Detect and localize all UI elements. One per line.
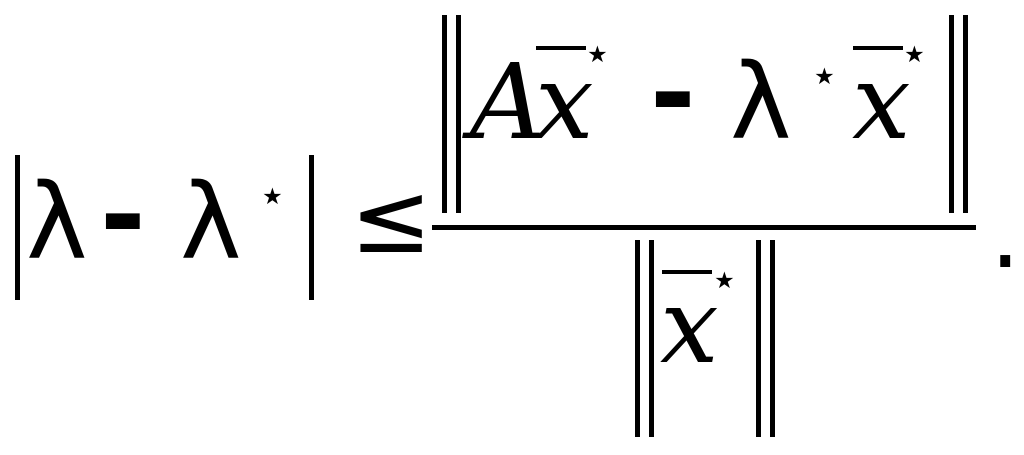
matrix-a-symbol: A (470, 41, 546, 163)
numerator-norm-bar-left-1 (442, 15, 447, 213)
denominator-norm-bar-left-1 (635, 240, 640, 437)
lhs-lambda-star-symbol: λ (180, 161, 242, 283)
denominator-norm-bar-right-1 (756, 240, 761, 437)
fraction-bar (432, 225, 976, 230)
numerator-norm-bar-right-2 (963, 15, 968, 213)
lhs-lambda-symbol: λ (26, 161, 88, 283)
vector-2-star-superscript: ⋆ (900, 26, 929, 80)
numerator-norm-bar-right-1 (949, 15, 954, 213)
vector-1-overbar (536, 46, 586, 50)
denominator-norm-bar-left-2 (649, 240, 654, 437)
terminal-period: . (990, 178, 1021, 290)
lhs-abs-bar-right (309, 155, 314, 300)
denominator-star-superscript: ⋆ (710, 252, 739, 306)
vector-x-2-symbol: x (852, 41, 911, 163)
lhs-minus-sign: - (100, 151, 146, 279)
numerator-norm-bar-left-2 (456, 15, 461, 213)
vector-2-overbar (853, 46, 903, 50)
denominator-vector-x-symbol: x (660, 265, 719, 387)
lambda-star-superscript: ⋆ (810, 48, 839, 102)
denominator-vector-overbar (662, 270, 712, 274)
lhs-star-superscript: ⋆ (258, 168, 287, 222)
vector-1-star-superscript: ⋆ (583, 26, 612, 80)
vector-x-1-symbol: x (535, 41, 594, 163)
lhs-abs-bar-left (15, 155, 20, 300)
numerator-minus-sign: - (650, 29, 696, 157)
leq-sign: ≤ (350, 162, 433, 276)
numerator-lambda-symbol: λ (730, 41, 792, 163)
denominator-norm-bar-right-2 (770, 240, 775, 437)
